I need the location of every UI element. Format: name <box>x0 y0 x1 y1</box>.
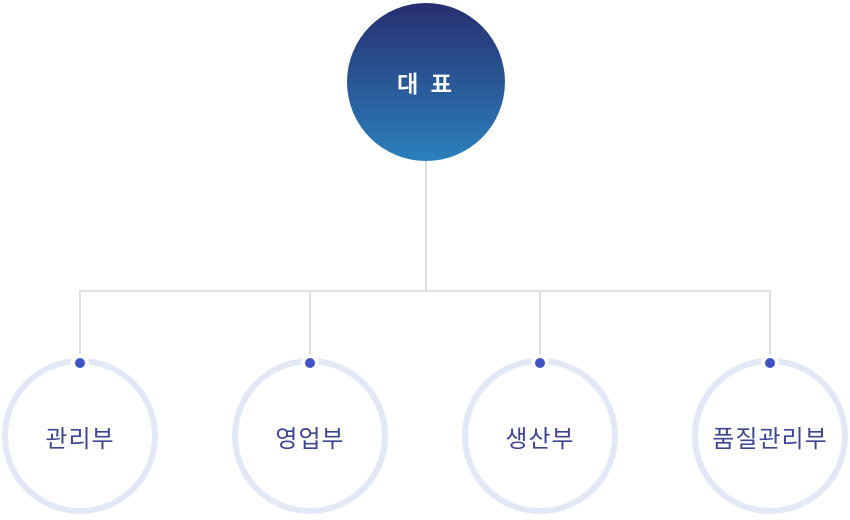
dept-node-management: 관리부 <box>2 358 158 514</box>
dept-node-label: 영업부 <box>275 425 345 453</box>
dept-node-production: 생산부 <box>462 358 618 514</box>
horizontal-branch-line <box>79 290 771 292</box>
root-node-label: 대 표 <box>397 71 455 97</box>
root-trunk-connector-line <box>425 160 427 291</box>
dept-connector-line <box>539 291 541 356</box>
root-node-ceo: 대 표 <box>347 3 505 161</box>
dept-node-sales: 영업부 <box>232 358 388 514</box>
dept-node-label: 품질관리부 <box>712 425 828 453</box>
dept-connector-line <box>309 291 311 356</box>
dept-connector-line <box>79 291 81 356</box>
dept-node-quality-control: 품질관리부 <box>692 358 848 514</box>
dept-connector-line <box>769 291 771 356</box>
anchor-dot-icon <box>305 358 315 368</box>
dept-node-label: 생산부 <box>505 425 575 453</box>
dept-node-label: 관리부 <box>45 425 115 453</box>
anchor-dot-icon <box>75 358 85 368</box>
anchor-dot-icon <box>535 358 545 368</box>
anchor-dot-icon <box>765 358 775 368</box>
